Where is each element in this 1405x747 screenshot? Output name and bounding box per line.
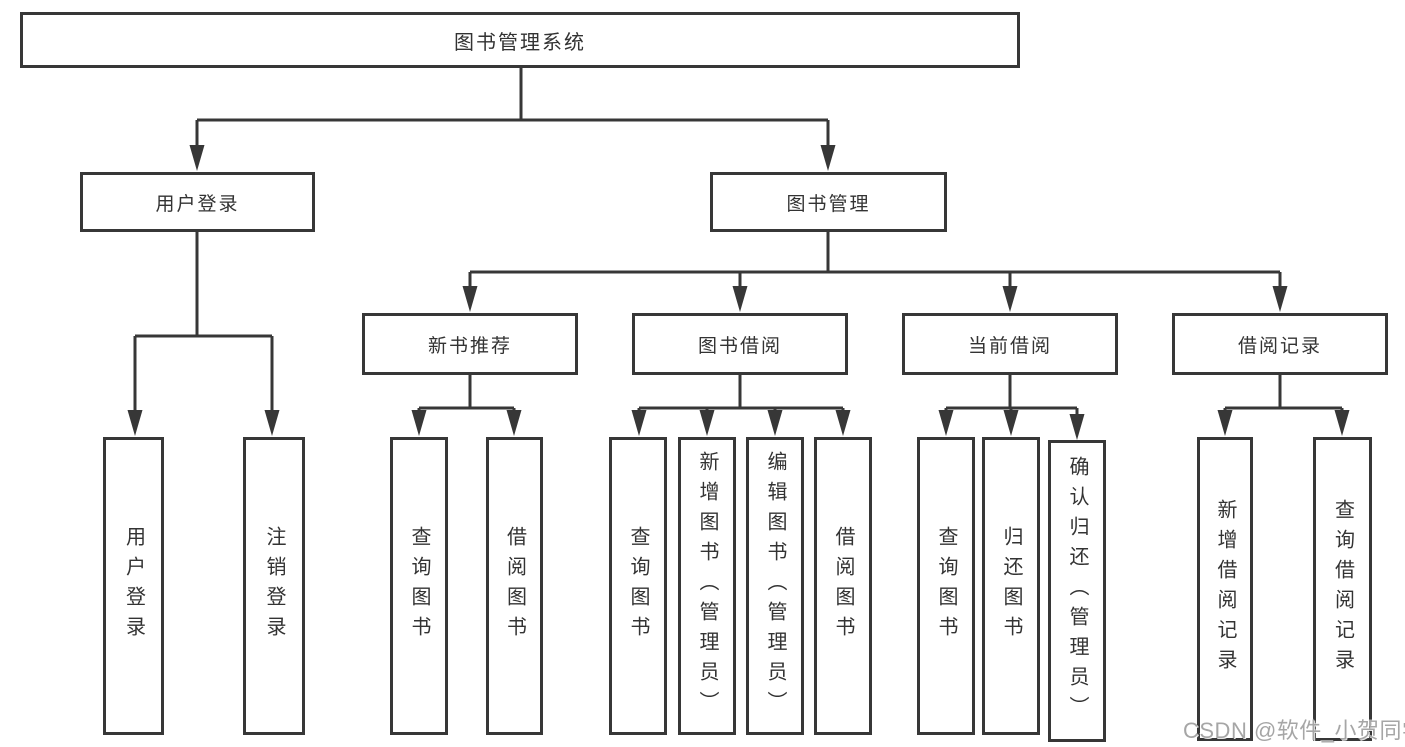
node-borrow-records-label: 借阅记录 xyxy=(1237,335,1322,357)
node-book-management-label: 图书管理 xyxy=(786,193,871,215)
node-borrow-records: 借阅记录 xyxy=(1172,313,1388,375)
node-leaf-confirm-return-admin: 确认归还（管理员） xyxy=(1048,440,1106,742)
node-leaf-borrow-books-2: 借阅图书 xyxy=(814,437,872,735)
node-leaf-borrow-books-1-label: 借阅图书 xyxy=(503,526,526,646)
node-new-book-recommend-label: 新书推荐 xyxy=(427,335,512,357)
node-book-borrow-label: 图书借阅 xyxy=(697,335,782,357)
node-current-borrow: 当前借阅 xyxy=(902,313,1118,375)
node-leaf-borrow-books-2-label: 借阅图书 xyxy=(832,526,854,646)
node-leaf-query-books-1-label: 查询图书 xyxy=(408,526,430,646)
node-leaf-logout: 注销登录 xyxy=(243,437,305,735)
csdn-watermark: CSDN @软件_小贺同学 xyxy=(1183,718,1405,743)
node-user-login: 用户登录 xyxy=(80,172,315,232)
node-leaf-query-books-2-label: 查询图书 xyxy=(627,526,649,646)
node-new-book-recommend: 新书推荐 xyxy=(362,313,578,375)
node-root-label: 图书管理系统 xyxy=(454,31,586,54)
node-leaf-query-books-3-label: 查询图书 xyxy=(935,526,957,646)
node-leaf-add-borrow-record-label: 新增借阅记录 xyxy=(1214,499,1236,679)
node-leaf-query-books-2: 查询图书 xyxy=(609,437,667,735)
node-leaf-logout-label: 注销登录 xyxy=(263,526,285,646)
node-leaf-confirm-return-admin-label: 确认归还（管理员） xyxy=(1066,456,1088,726)
node-leaf-query-books-3: 查询图书 xyxy=(917,437,975,735)
node-leaf-query-books-1: 查询图书 xyxy=(390,437,448,735)
node-leaf-query-borrow-record: 查询借阅记录 xyxy=(1313,437,1372,741)
node-leaf-user-login-label: 用户登录 xyxy=(122,526,145,646)
node-book-management: 图书管理 xyxy=(710,172,947,232)
node-leaf-return-books: 归还图书 xyxy=(982,437,1040,735)
node-user-login-label: 用户登录 xyxy=(155,193,240,215)
node-root: 图书管理系统 xyxy=(20,12,1020,68)
node-leaf-edit-books-admin: 编辑图书（管理员） xyxy=(746,437,804,735)
node-leaf-add-books-admin: 新增图书（管理员） xyxy=(678,437,736,735)
node-leaf-add-books-admin-label: 新增图书（管理员） xyxy=(696,451,718,721)
node-leaf-add-borrow-record: 新增借阅记录 xyxy=(1197,437,1253,741)
node-leaf-edit-books-admin-label: 编辑图书（管理员） xyxy=(764,451,786,721)
node-current-borrow-label: 当前借阅 xyxy=(967,335,1052,357)
node-leaf-borrow-books-1: 借阅图书 xyxy=(486,437,543,735)
node-leaf-query-borrow-record-label: 查询借阅记录 xyxy=(1331,499,1354,679)
node-leaf-user-login: 用户登录 xyxy=(103,437,164,735)
node-book-borrow: 图书借阅 xyxy=(632,313,848,375)
node-leaf-return-books-label: 归还图书 xyxy=(1000,526,1022,646)
